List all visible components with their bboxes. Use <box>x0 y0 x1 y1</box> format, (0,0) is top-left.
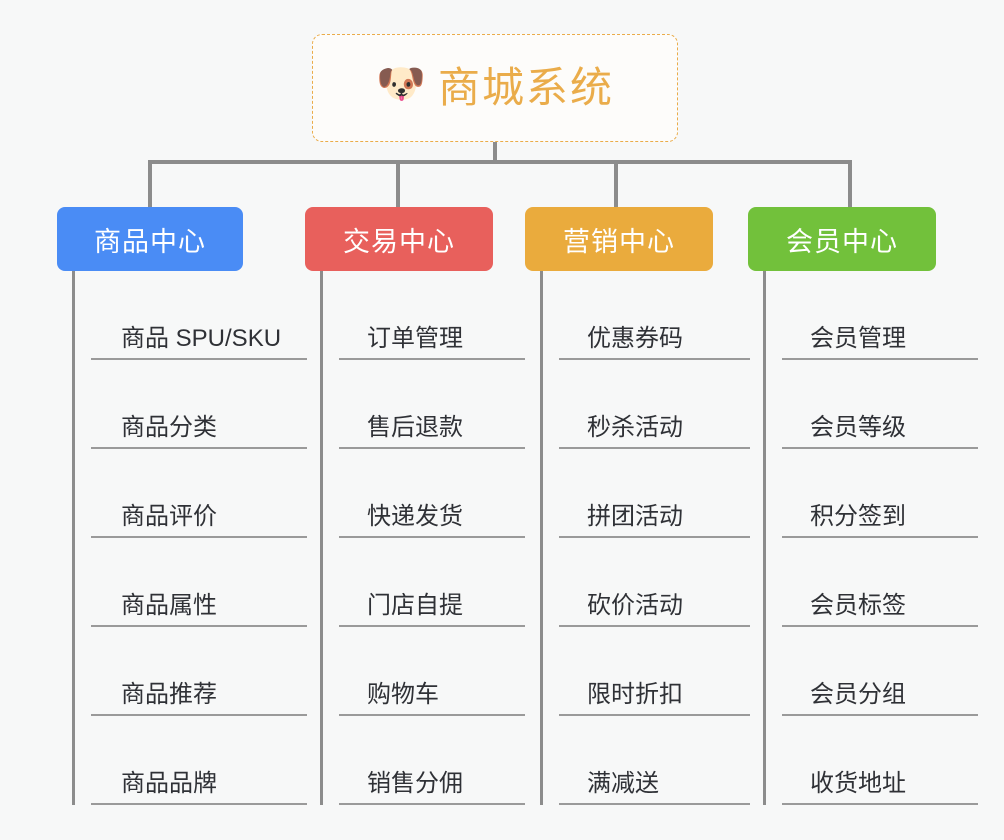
list-item[interactable]: 快递发货 <box>339 449 525 538</box>
list-item[interactable]: 商品分类 <box>91 360 307 449</box>
list-item[interactable]: 订单管理 <box>339 271 525 360</box>
list-item[interactable]: 商品评价 <box>91 449 307 538</box>
list-item[interactable]: 商品属性 <box>91 538 307 627</box>
list-item[interactable]: 商品 SPU/SKU <box>91 271 307 360</box>
leaf-label: 会员管理 <box>782 325 978 360</box>
list-item[interactable]: 积分签到 <box>782 449 978 538</box>
list-item[interactable]: 会员标签 <box>782 538 978 627</box>
leaf-list-trade-center: 订单管理 售后退款 快递发货 门店自提 购物车 销售分佣 <box>320 271 525 805</box>
leaf-label: 购物车 <box>339 681 525 716</box>
leaf-label: 商品评价 <box>91 503 307 538</box>
leaf-label: 门店自提 <box>339 592 525 627</box>
category-header-label: 交易中心 <box>343 226 455 257</box>
list-item[interactable]: 售后退款 <box>339 360 525 449</box>
list-item[interactable]: 限时折扣 <box>559 627 750 716</box>
category-header-label: 会员中心 <box>786 226 898 257</box>
leaf-label: 商品分类 <box>91 414 307 449</box>
list-item[interactable]: 拼团活动 <box>559 449 750 538</box>
root-node[interactable]: 🐶 商城系统 <box>312 34 678 142</box>
leaf-label: 销售分佣 <box>339 770 525 805</box>
root-title: 商城系统 <box>437 64 614 111</box>
leaf-label: 会员标签 <box>782 592 978 627</box>
leaf-label: 订单管理 <box>339 325 525 360</box>
list-item[interactable]: 优惠券码 <box>559 271 750 360</box>
connector-horizontal-bus <box>148 160 850 164</box>
category-header-trade-center[interactable]: 交易中心 <box>305 207 493 271</box>
leaf-label: 砍价活动 <box>559 592 750 627</box>
list-item[interactable]: 收货地址 <box>782 716 978 805</box>
leaf-label: 限时折扣 <box>559 681 750 716</box>
list-item[interactable]: 门店自提 <box>339 538 525 627</box>
leaf-label: 会员等级 <box>782 414 978 449</box>
leaf-label: 收货地址 <box>782 770 978 805</box>
list-item[interactable]: 满减送 <box>559 716 750 805</box>
list-item[interactable]: 秒杀活动 <box>559 360 750 449</box>
branch-member-center: 会员中心 会员管理 会员等级 积分签到 会员标签 会员分组 收货地址 <box>748 207 978 805</box>
connector-drop-member-center <box>848 160 852 207</box>
leaf-label: 拼团活动 <box>559 503 750 538</box>
category-header-label: 营销中心 <box>563 226 675 257</box>
connector-drop-marketing-center <box>614 160 618 207</box>
leaf-label: 会员分组 <box>782 681 978 716</box>
leaf-label: 商品 SPU/SKU <box>91 325 307 360</box>
list-item[interactable]: 商品推荐 <box>91 627 307 716</box>
leaf-label: 满减送 <box>559 770 750 805</box>
leaf-label: 商品推荐 <box>91 681 307 716</box>
leaf-label: 秒杀活动 <box>559 414 750 449</box>
leaf-list-product-center: 商品 SPU/SKU 商品分类 商品评价 商品属性 商品推荐 商品品牌 <box>72 271 307 805</box>
list-item[interactable]: 会员分组 <box>782 627 978 716</box>
branch-product-center: 商品中心 商品 SPU/SKU 商品分类 商品评价 商品属性 商品推荐 商品品牌 <box>57 207 307 805</box>
list-item[interactable]: 商品品牌 <box>91 716 307 805</box>
category-header-product-center[interactable]: 商品中心 <box>57 207 243 271</box>
leaf-list-marketing-center: 优惠券码 秒杀活动 拼团活动 砍价活动 限时折扣 满减送 <box>540 271 750 805</box>
branch-marketing-center: 营销中心 优惠券码 秒杀活动 拼团活动 砍价活动 限时折扣 满减送 <box>525 207 750 805</box>
leaf-label: 优惠券码 <box>559 325 750 360</box>
leaf-label: 积分签到 <box>782 503 978 538</box>
branch-trade-center: 交易中心 订单管理 售后退款 快递发货 门店自提 购物车 销售分佣 <box>305 207 525 805</box>
leaf-label: 快递发货 <box>339 503 525 538</box>
list-item[interactable]: 销售分佣 <box>339 716 525 805</box>
leaf-list-member-center: 会员管理 会员等级 积分签到 会员标签 会员分组 收货地址 <box>763 271 978 805</box>
leaf-label: 商品品牌 <box>91 770 307 805</box>
category-header-member-center[interactable]: 会员中心 <box>748 207 936 271</box>
connector-drop-product-center <box>148 160 152 207</box>
connector-drop-trade-center <box>396 160 400 207</box>
leaf-label: 售后退款 <box>339 414 525 449</box>
shiba-dog-emoji-icon: 🐶 <box>375 62 426 106</box>
list-item[interactable]: 会员管理 <box>782 271 978 360</box>
leaf-label: 商品属性 <box>91 592 307 627</box>
category-header-marketing-center[interactable]: 营销中心 <box>525 207 713 271</box>
list-item[interactable]: 砍价活动 <box>559 538 750 627</box>
connector-root-stem <box>493 142 497 164</box>
list-item[interactable]: 会员等级 <box>782 360 978 449</box>
list-item[interactable]: 购物车 <box>339 627 525 716</box>
category-header-label: 商品中心 <box>94 226 206 257</box>
